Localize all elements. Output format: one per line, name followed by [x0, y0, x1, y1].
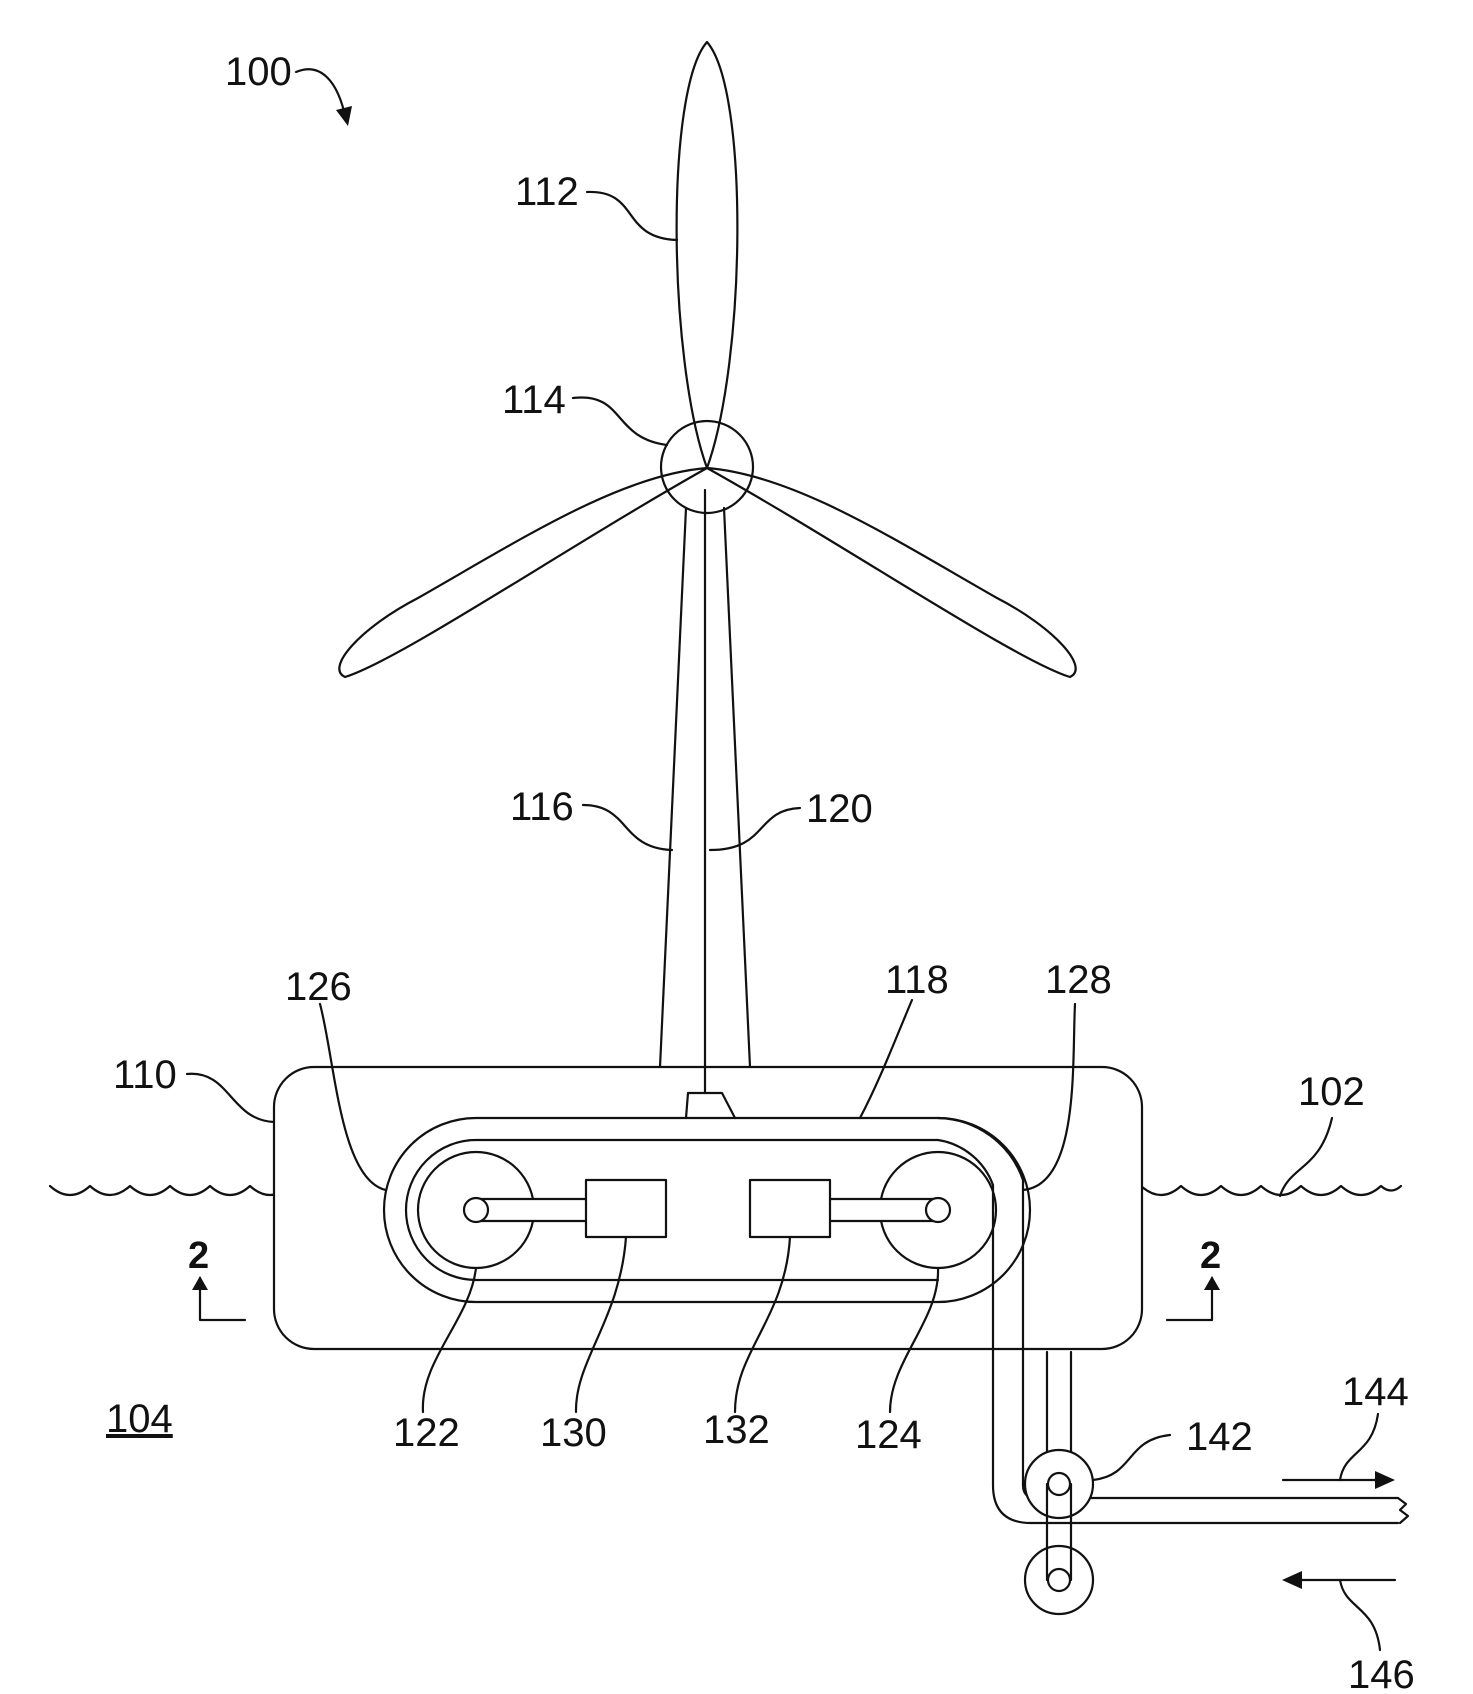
leader-120 [710, 808, 800, 850]
box-left [586, 1180, 666, 1237]
rod-right [826, 1199, 938, 1221]
leader-146 [1340, 1580, 1380, 1650]
label-144: 144 [1342, 1370, 1409, 1414]
label-122: 122 [393, 1411, 460, 1455]
blade-left [339, 468, 707, 677]
label-section-right: 2 [1200, 1235, 1221, 1277]
section-marker-left-arrowhead [192, 1276, 208, 1290]
platform-body [274, 1067, 1142, 1349]
flow-in-arrowhead [1282, 1571, 1302, 1589]
pipe-break [1398, 1498, 1408, 1523]
box-right [750, 1180, 830, 1237]
label-118: 118 [885, 958, 949, 1002]
label-114: 114 [502, 378, 566, 422]
leader-114 [573, 397, 667, 445]
label-142: 142 [1186, 1415, 1253, 1459]
pulley-lower-upper-axle [1048, 1473, 1070, 1495]
flow-out-arrowhead [1375, 1471, 1395, 1489]
section-marker-left [200, 1278, 245, 1320]
label-132: 132 [703, 1408, 770, 1452]
label-112: 112 [515, 170, 579, 214]
section-marker-right [1167, 1278, 1212, 1320]
label-110: 110 [113, 1053, 177, 1097]
tower-left-edge [660, 508, 686, 1067]
label-116: 116 [510, 785, 574, 829]
label-120: 120 [806, 787, 873, 831]
leader-116 [583, 805, 672, 850]
leader-144 [1340, 1414, 1378, 1480]
leader-100-arrowhead [336, 106, 352, 126]
label-126: 126 [285, 965, 352, 1009]
blade-right [707, 468, 1076, 677]
label-128: 128 [1045, 958, 1112, 1002]
leader-110 [187, 1074, 274, 1122]
label-102: 102 [1298, 1070, 1365, 1114]
label-104: 104 [106, 1397, 173, 1441]
label-100: 100 [225, 50, 292, 94]
label-section-left: 2 [188, 1235, 209, 1277]
label-146: 146 [1348, 1653, 1415, 1694]
leader-112 [587, 192, 677, 240]
blade-top [677, 42, 738, 468]
water-wave-left [50, 1186, 290, 1195]
axle-left [464, 1198, 488, 1222]
pulley-lower-lower-axle [1048, 1569, 1070, 1591]
label-130: 130 [540, 1411, 607, 1455]
section-marker-right-arrowhead [1204, 1276, 1220, 1290]
tower-right-edge [724, 508, 750, 1067]
rod-left [476, 1199, 588, 1221]
axle-right [926, 1198, 950, 1222]
label-124: 124 [855, 1413, 922, 1457]
leader-142 [1093, 1435, 1170, 1480]
water-wave-right [1141, 1186, 1401, 1195]
leader-102 [1280, 1118, 1332, 1196]
